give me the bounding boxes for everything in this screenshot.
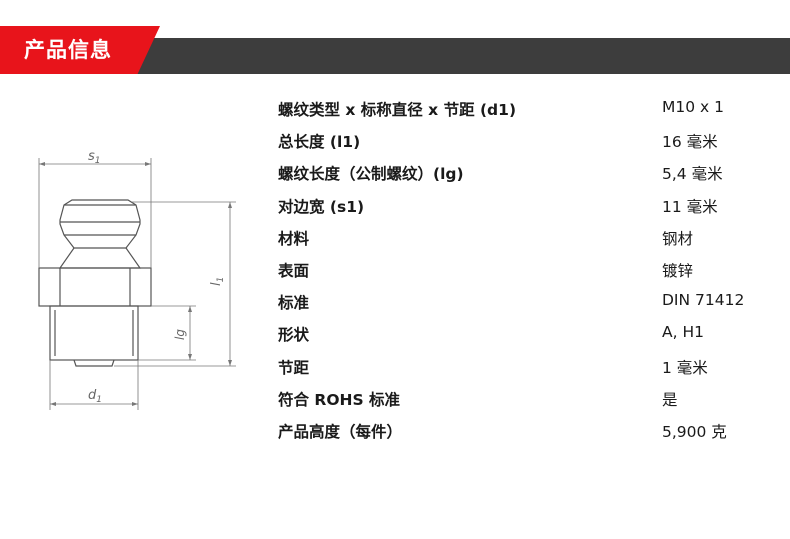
spec-value: 是 <box>662 390 678 409</box>
spec-value: A, H1 <box>662 323 704 342</box>
l1-label: l1 <box>209 277 226 286</box>
arrow <box>145 162 151 166</box>
spec-row: 对边宽 (s1) 11 毫米 <box>278 191 778 223</box>
spec-row: 螺纹长度（公制螺纹）(lg) 5,4 毫米 <box>278 158 778 190</box>
spec-label: 节距 <box>278 358 310 377</box>
neck-outline <box>58 247 142 269</box>
spec-value: 11 毫米 <box>662 197 718 216</box>
spec-label: 符合 ROHS 标准 <box>278 390 401 409</box>
spec-label: 形状 <box>278 326 310 345</box>
tip-outline <box>73 359 115 367</box>
hex-body <box>38 267 152 307</box>
spec-label: 材料 <box>278 229 310 248</box>
spec-value: 16 毫米 <box>662 133 718 152</box>
spec-row: 节距 1 毫米 <box>278 352 778 384</box>
spec-value: 镀锌 <box>662 261 694 280</box>
nipple-head-outline <box>59 199 141 249</box>
spec-label: 总长度 (l1) <box>278 133 361 152</box>
spec-row: 产品高度（每件） 5,900 克 <box>278 416 778 448</box>
arrow <box>228 360 232 366</box>
spec-label: 螺纹类型 x 标称直径 x 节距 (d1) <box>278 101 517 119</box>
spec-value: M10 x 1 <box>662 98 724 116</box>
arrow <box>39 162 45 166</box>
spec-label: 螺纹长度（公制螺纹）(lg) <box>278 165 464 184</box>
d1-label: d1 <box>88 388 102 405</box>
spec-row: 标准 DIN 71412 <box>278 287 778 319</box>
thread-body <box>49 305 139 361</box>
lg-label: lg <box>173 329 187 340</box>
section-header: 产品信息 <box>0 0 790 80</box>
technical-drawing: s1 d1 l1 lg <box>38 149 236 410</box>
spec-value: 5,900 克 <box>662 422 727 441</box>
section-title: 产品信息 <box>24 38 112 62</box>
spec-value: 5,4 毫米 <box>662 165 723 184</box>
spec-label: 产品高度（每件） <box>278 422 403 441</box>
arrow <box>188 306 192 312</box>
spec-label: 标准 <box>278 294 310 313</box>
arrow <box>188 354 192 360</box>
spec-row: 材料 钢材 <box>278 223 778 255</box>
spec-value: DIN 71412 <box>662 291 745 310</box>
spec-row: 符合 ROHS 标准 是 <box>278 384 778 416</box>
spec-label: 表面 <box>278 261 310 280</box>
spec-row: 总长度 (l1) 16 毫米 <box>278 126 778 158</box>
spec-table: 螺纹类型 x 标称直径 x 节距 (d1) M10 x 1 总长度 (l1) 16 … <box>278 94 778 448</box>
arrow <box>132 402 138 406</box>
spec-row: 表面 镀锌 <box>278 255 778 287</box>
spec-value: 钢材 <box>662 229 694 248</box>
spec-label: 对边宽 (s1) <box>278 197 365 216</box>
arrow <box>50 402 56 406</box>
s1-label: s1 <box>88 149 101 166</box>
arrow <box>228 202 232 208</box>
spec-row: 形状 A, H1 <box>278 319 778 351</box>
header-tab <box>0 26 160 74</box>
spec-row: 螺纹类型 x 标称直径 x 节距 (d1) M10 x 1 <box>278 94 778 126</box>
spec-value: 1 毫米 <box>662 358 708 377</box>
